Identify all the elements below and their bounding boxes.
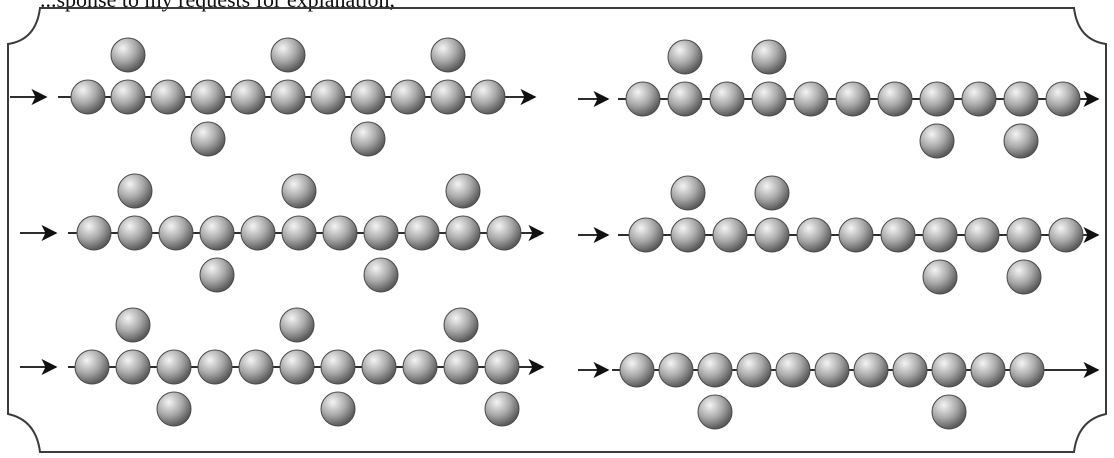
chain-ball-left-1 xyxy=(230,79,266,115)
chain-ball-left-2 xyxy=(240,215,276,251)
chain-ball-left-3 xyxy=(402,349,438,385)
ball-above-left-2 xyxy=(445,173,481,209)
ball-above-right-1 xyxy=(667,39,703,75)
chains-layer xyxy=(10,37,1100,430)
chain-ball-right-3 xyxy=(697,352,733,388)
chain-ball-left-1 xyxy=(150,79,186,115)
ball-below-right-3 xyxy=(697,394,733,430)
chain-ball-right-3 xyxy=(814,352,850,388)
chain-ball-left-3 xyxy=(238,349,274,385)
chain-ball-left-3 xyxy=(115,349,151,385)
ball-below-left-3 xyxy=(484,391,520,427)
ball-above-right-2 xyxy=(670,175,706,211)
chain-ball-left-1 xyxy=(270,79,306,115)
chain-ball-left-3 xyxy=(74,349,110,385)
chain-ball-right-2 xyxy=(712,217,748,253)
chain-ball-right-3 xyxy=(931,352,967,388)
chain-ball-left-1 xyxy=(310,79,346,115)
ball-above-right-1 xyxy=(751,39,787,75)
chain-ball-right-1 xyxy=(751,81,787,117)
chain-ball-right-2 xyxy=(880,217,916,253)
chain-ball-left-2 xyxy=(281,215,317,251)
chain-ball-left-2 xyxy=(199,215,235,251)
ball-above-left-1 xyxy=(430,37,466,73)
ball-below-right-2 xyxy=(1006,259,1042,295)
chain-ball-left-2 xyxy=(158,215,194,251)
chain-ball-right-3 xyxy=(775,352,811,388)
chain-ball-left-1 xyxy=(110,79,146,115)
chain-ball-left-3 xyxy=(320,349,356,385)
chain-ball-right-1 xyxy=(835,81,871,117)
chain-ball-left-3 xyxy=(279,349,315,385)
chain-ball-right-3 xyxy=(892,352,928,388)
chain-ball-right-1 xyxy=(1045,81,1081,117)
chain-ball-right-2 xyxy=(922,217,958,253)
chain-ball-right-2 xyxy=(838,217,874,253)
chain-ball-left-2 xyxy=(404,215,440,251)
ball-below-left-1 xyxy=(350,121,386,157)
ball-below-right-1 xyxy=(919,123,955,159)
ball-above-right-2 xyxy=(754,175,790,211)
chain-ball-left-3 xyxy=(361,349,397,385)
ball-below-left-1 xyxy=(190,121,226,157)
ball-above-left-3 xyxy=(279,307,315,343)
chain-ball-right-1 xyxy=(709,81,745,117)
ball-below-left-3 xyxy=(320,391,356,427)
ball-below-right-1 xyxy=(1003,123,1039,159)
chain-ball-left-2 xyxy=(363,215,399,251)
ball-above-left-2 xyxy=(281,173,317,209)
chain-ball-right-1 xyxy=(961,81,997,117)
chain-ball-right-2 xyxy=(796,217,832,253)
chain-ball-right-2 xyxy=(1048,217,1084,253)
chain-ball-left-1 xyxy=(470,79,506,115)
ball-above-left-1 xyxy=(270,37,306,73)
chain-ball-right-2 xyxy=(670,217,706,253)
chain-ball-left-1 xyxy=(430,79,466,115)
ball-above-left-3 xyxy=(443,307,479,343)
chain-ball-left-2 xyxy=(117,215,153,251)
chain-ball-right-3 xyxy=(736,352,772,388)
chain-ball-right-3 xyxy=(658,352,694,388)
chain-ball-right-2 xyxy=(1006,217,1042,253)
ball-above-left-1 xyxy=(110,37,146,73)
chain-ball-left-3 xyxy=(156,349,192,385)
chain-ball-right-1 xyxy=(919,81,955,117)
chain-ball-right-3 xyxy=(619,352,655,388)
chain-ball-left-1 xyxy=(390,79,426,115)
chain-ball-left-2 xyxy=(486,215,522,251)
chain-ball-left-1 xyxy=(190,79,226,115)
chain-ball-right-2 xyxy=(628,217,664,253)
chain-ball-right-3 xyxy=(970,352,1006,388)
ball-below-left-3 xyxy=(156,391,192,427)
chain-ball-left-3 xyxy=(197,349,233,385)
chain-ball-left-2 xyxy=(322,215,358,251)
chain-ball-right-2 xyxy=(964,217,1000,253)
ball-below-left-2 xyxy=(199,257,235,293)
ball-above-left-2 xyxy=(117,173,153,209)
chain-ball-right-1 xyxy=(625,81,661,117)
chain-ball-right-1 xyxy=(667,81,703,117)
chain-ball-left-3 xyxy=(484,349,520,385)
chain-ball-left-2 xyxy=(76,215,112,251)
chain-ball-right-1 xyxy=(1003,81,1039,117)
scalloped-frame xyxy=(7,7,1107,453)
ball-above-left-3 xyxy=(115,307,151,343)
ball-below-right-2 xyxy=(922,259,958,295)
chain-ball-left-3 xyxy=(443,349,479,385)
chain-ball-left-2 xyxy=(445,215,481,251)
chain-ball-right-1 xyxy=(793,81,829,117)
chain-ball-right-3 xyxy=(1009,352,1045,388)
chain-ball-right-1 xyxy=(877,81,913,117)
chain-ball-left-1 xyxy=(70,79,106,115)
chain-ball-left-1 xyxy=(350,79,386,115)
ball-below-right-3 xyxy=(931,394,967,430)
chain-ball-right-2 xyxy=(754,217,790,253)
chain-ball-right-3 xyxy=(853,352,889,388)
ball-below-left-2 xyxy=(363,257,399,293)
